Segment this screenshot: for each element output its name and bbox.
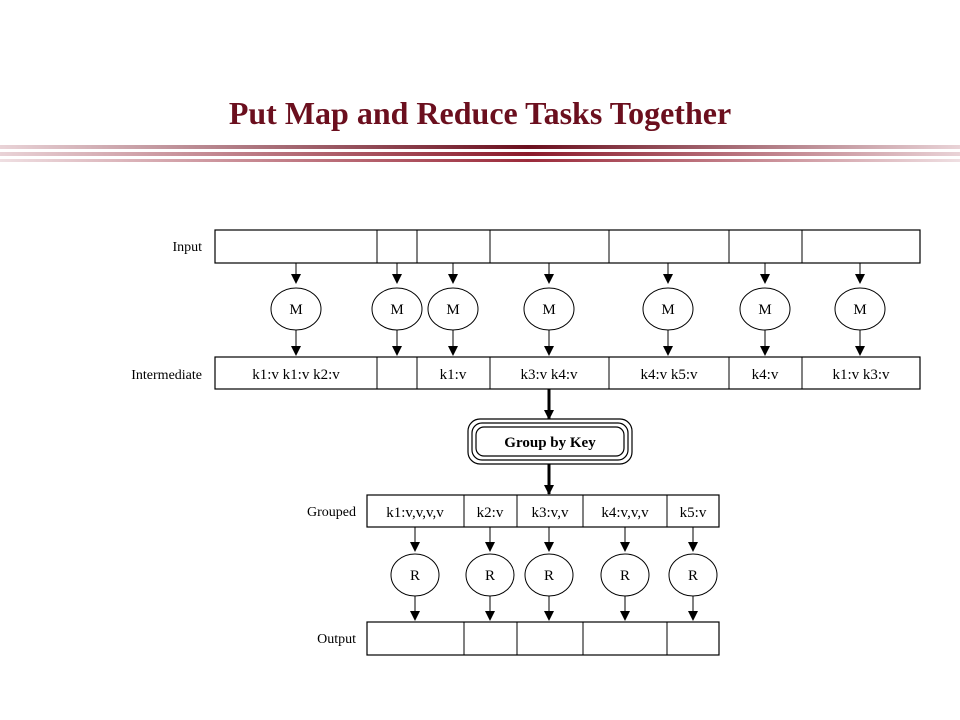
page-title: Put Map and Reduce Tasks Together (228, 95, 732, 131)
row-label-output: Output (317, 632, 356, 647)
row-label-grouped: Grouped (307, 505, 356, 520)
group-by-key-node: Group by Key (467, 418, 633, 465)
intermediate-cell: k1:v k1:v k2:v (252, 367, 340, 383)
grouped-row: k1:v,v,v,v k2:v k3:v,v k4:v,v,v k5:v (366, 494, 720, 528)
map-task: M (523, 263, 575, 356)
reduce-task: R (668, 527, 718, 621)
reduce-node-label: R (544, 568, 554, 584)
grouped-cell: k4:v,v,v (601, 505, 649, 521)
group-by-key-label: Group by Key (504, 435, 596, 451)
reduce-node-label: R (688, 568, 698, 584)
grouped-cell: k5:v (680, 505, 707, 521)
grouped-cell: k2:v (477, 505, 504, 521)
title-divider (0, 159, 960, 162)
output-row (366, 621, 720, 656)
group-by-key-middle-border (471, 422, 629, 461)
map-task: M (270, 263, 322, 356)
map-node-label: M (758, 302, 771, 318)
title-divider (0, 145, 960, 149)
reduce-task: R (390, 527, 440, 621)
map-node-label: M (390, 302, 403, 318)
map-node-label: M (661, 302, 674, 318)
map-task: M (739, 263, 791, 356)
grouped-cell: k1:v,v,v,v (386, 505, 444, 521)
intermediate-cell: k4:v k5:v (640, 367, 698, 383)
reduce-task: R (524, 527, 574, 621)
map-node-label: M (542, 302, 555, 318)
map-node-label: M (289, 302, 302, 318)
map-task: M (371, 263, 423, 356)
group-by-key-inner-border (475, 426, 625, 457)
reduce-task: R (600, 527, 650, 621)
reduce-node-label: R (410, 568, 420, 584)
intermediate-cell: k4:v (752, 367, 779, 383)
output-row-frame (366, 621, 720, 656)
grouped-row-frame (366, 494, 720, 528)
row-label-input: Input (172, 240, 202, 255)
input-row (214, 229, 921, 264)
map-node-label: M (446, 302, 459, 318)
intermediate-cell: k1:v k3:v (832, 367, 890, 383)
input-row-frame (214, 229, 921, 264)
intermediate-cell: k1:v (440, 367, 467, 383)
intermediate-row: k1:v k1:v k2:v k1:v k3:v k4:v k4:v k5:v … (214, 356, 921, 390)
map-task: M (642, 263, 694, 356)
title-divider (0, 152, 960, 156)
reduce-node-label: R (485, 568, 495, 584)
map-task: M (834, 263, 886, 356)
row-label-intermediate: Intermediate (131, 368, 202, 383)
intermediate-cell: k3:v k4:v (520, 367, 578, 383)
grouped-cell: k3:v,v (532, 505, 569, 521)
map-task: M (427, 263, 479, 356)
map-node-label: M (853, 302, 866, 318)
reduce-task: R (465, 527, 515, 621)
reduce-node-label: R (620, 568, 630, 584)
